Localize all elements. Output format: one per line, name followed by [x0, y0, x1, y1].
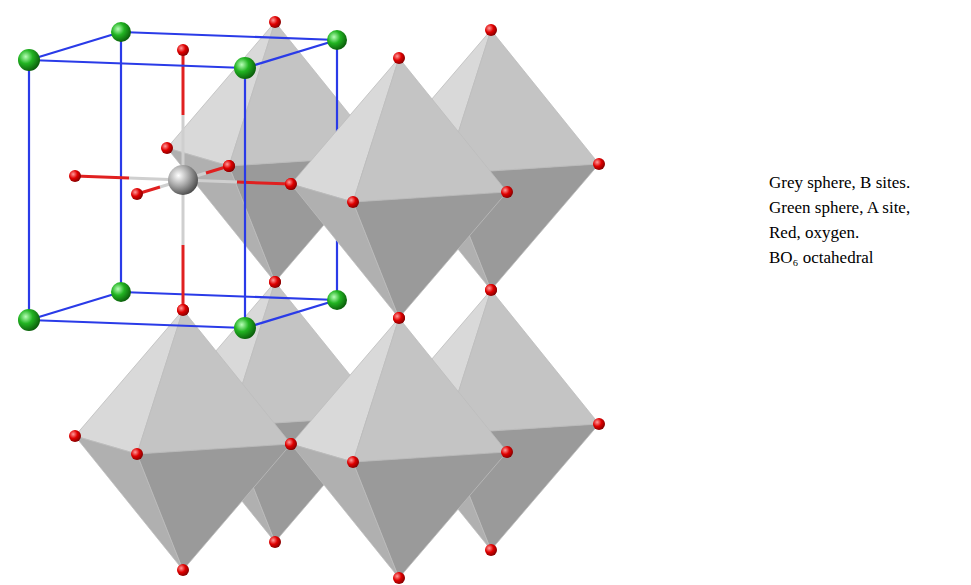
a-site-atom — [327, 290, 347, 310]
oxygen-atom — [347, 196, 359, 208]
unit-cell-edge — [28, 60, 30, 320]
b-site-atom — [168, 165, 198, 195]
oxygen-note: Red, oxygen. — [769, 223, 859, 243]
a-site-atom — [18, 49, 40, 71]
oxygen-atom — [177, 304, 189, 316]
unit-cell-edge — [29, 320, 245, 328]
a-site-atom — [111, 282, 131, 302]
a-site-atom — [234, 317, 256, 339]
oxygen-atom — [593, 158, 605, 170]
oxygen-atom — [501, 446, 513, 458]
a-site-note: Green sphere, A site, — [769, 198, 910, 218]
unit-cell-edge — [121, 292, 337, 300]
oxygen-atom — [347, 456, 359, 468]
oxygen-atom — [269, 16, 281, 28]
a-site-atom — [111, 22, 131, 42]
unit-cell-edge — [29, 292, 121, 320]
oxygen-atom — [269, 536, 281, 548]
unit-cell-edge — [245, 40, 337, 68]
unit-cell-edge — [120, 32, 122, 292]
a-site-atom — [18, 309, 40, 331]
unit-cell-edge — [245, 300, 337, 328]
oxygen-atom — [485, 284, 497, 296]
oxygen-atom — [69, 430, 81, 442]
octahedron-face — [137, 310, 291, 454]
bond-line — [182, 245, 185, 310]
oxygen-atom — [485, 24, 497, 36]
oxygen-atom — [131, 448, 143, 460]
bond-line — [75, 176, 129, 178]
octahedron-face — [353, 58, 507, 202]
oxygen-atom — [485, 544, 497, 556]
oxygen-atom — [269, 276, 281, 288]
oxygen-atom — [393, 312, 405, 324]
unit-cell-edge — [244, 68, 246, 328]
octahedron-face — [353, 452, 507, 578]
oxygen-atom — [131, 188, 143, 200]
octahedron-face — [353, 318, 507, 462]
unit-cell-edge — [29, 32, 121, 60]
b-site-note: Grey sphere, B sites. — [769, 173, 910, 193]
octahedron-face — [137, 444, 291, 570]
oxygen-atom — [223, 160, 235, 172]
oxygen-atom — [593, 418, 605, 430]
octahedron-face — [353, 192, 507, 318]
oxygen-atom — [501, 186, 513, 198]
oxygen-atom — [177, 44, 189, 56]
oxygen-atom — [285, 438, 297, 450]
oxygen-atom — [69, 170, 81, 182]
oxygen-atom — [393, 312, 405, 324]
oxygen-atom — [393, 572, 405, 584]
a-site-atom — [234, 57, 256, 79]
oxygen-atom — [223, 160, 235, 172]
unit-cell-edge — [121, 32, 337, 40]
oxygen-atom — [393, 52, 405, 64]
oxygen-atom — [269, 276, 281, 288]
bond-line — [182, 50, 185, 115]
oxygen-atom — [285, 438, 297, 450]
oxygen-atom — [177, 304, 189, 316]
a-site-atom — [327, 30, 347, 50]
oxygen-atom — [485, 284, 497, 296]
oxygen-atom — [285, 178, 297, 190]
unit-cell-edge — [29, 60, 245, 68]
oxygen-atom — [161, 142, 173, 154]
octahedron-note: BO₆ octahedral — [769, 248, 874, 268]
oxygen-atom — [177, 564, 189, 576]
oxygen-atom — [285, 178, 297, 190]
